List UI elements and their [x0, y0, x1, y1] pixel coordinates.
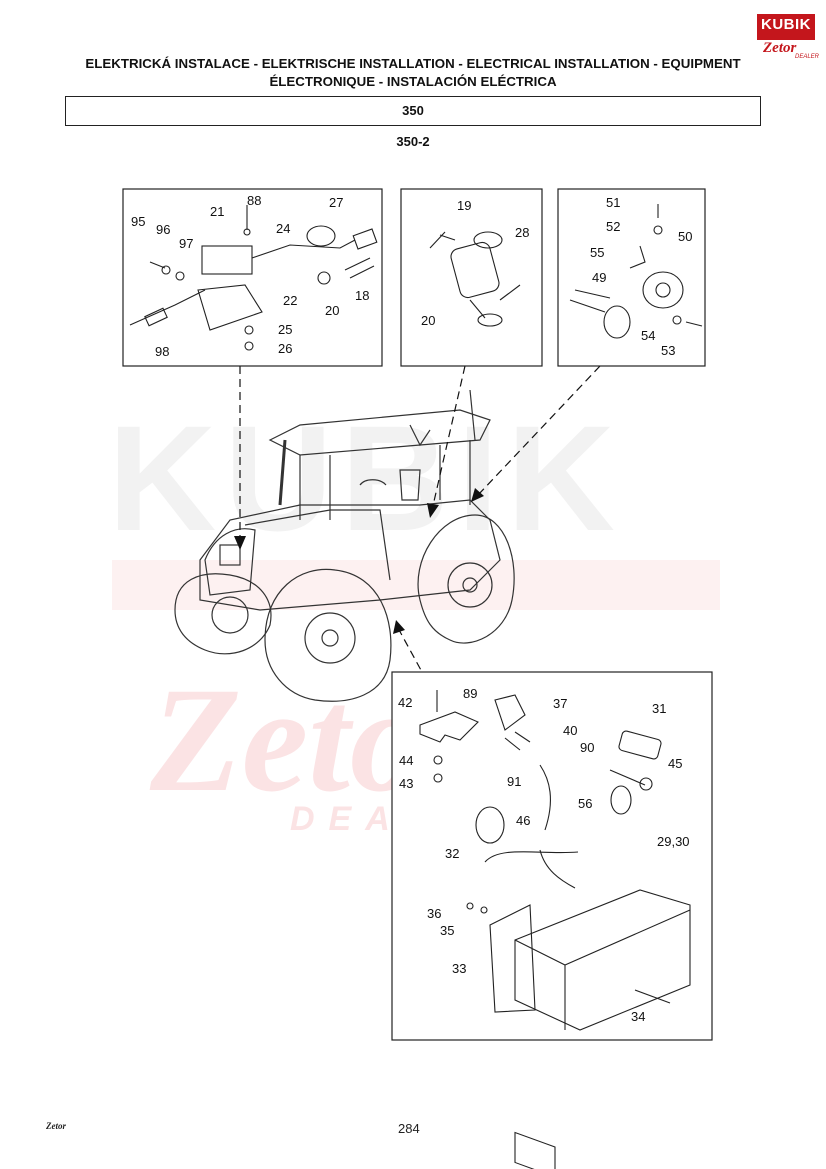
- part-label-36: 36: [427, 906, 441, 921]
- part-label-20-box2: 20: [421, 313, 435, 328]
- part-label-24: 24: [276, 221, 290, 236]
- part-label-52: 52: [606, 219, 620, 234]
- part-label-56: 56: [578, 796, 592, 811]
- part-label-90: 90: [580, 740, 594, 755]
- footer-zetor-logo: Zetor: [46, 1121, 66, 1131]
- part-label-53: 53: [661, 343, 675, 358]
- part-label-91: 91: [507, 774, 521, 789]
- part-label-55: 55: [590, 245, 604, 260]
- detail-box-4: 42 89 37 31 40 90 44 45 91 43 56 46 29,3…: [391, 671, 713, 1169]
- logo-top-text: KUBIK: [761, 16, 811, 33]
- part-label-34: 34: [631, 1009, 645, 1024]
- part-label-42: 42: [398, 695, 412, 710]
- part-label-19: 19: [457, 198, 471, 213]
- part-label-43: 43: [399, 776, 413, 791]
- part-label-95: 95: [131, 214, 145, 229]
- detail-box-3: 51 52 55 50 49 54 53: [557, 188, 706, 367]
- part-label-96: 96: [156, 222, 170, 237]
- part-label-46: 46: [516, 813, 530, 828]
- kubik-zetor-logo: KUBIK Zetor DEALER: [757, 14, 819, 60]
- part-label-35: 35: [440, 923, 454, 938]
- detail-box-1: 88 27 21 95 96 24 97 22 20 18 25 98 26: [122, 188, 383, 367]
- leader-arrows: [239, 365, 601, 673]
- page-number: 284: [398, 1121, 420, 1136]
- part-label-18: 18: [355, 288, 369, 303]
- arrow-heads: [234, 488, 484, 634]
- part-label-25: 25: [278, 322, 292, 337]
- part-label-54: 54: [641, 328, 655, 343]
- part-label-49: 49: [592, 270, 606, 285]
- part-label-44: 44: [399, 753, 413, 768]
- part-label-98: 98: [155, 344, 169, 359]
- part-label-20: 20: [325, 303, 339, 318]
- part-label-88: 88: [247, 193, 261, 208]
- logo-dealer-text: DEALER: [795, 54, 820, 60]
- part-label-37: 37: [553, 696, 567, 711]
- logo-brand-text: Zetor: [763, 40, 797, 56]
- part-label-97: 97: [179, 236, 193, 251]
- subsection-number: 350-2: [396, 134, 430, 149]
- part-label-50: 50: [678, 229, 692, 244]
- part-label-40: 40: [563, 723, 577, 738]
- part-label-26: 26: [278, 341, 292, 356]
- logo-red-box: KUBIK: [757, 14, 815, 40]
- part-label-31: 31: [652, 701, 666, 716]
- part-label-27: 27: [329, 195, 343, 210]
- watermark-word: KUBIK: [108, 394, 623, 562]
- detail-box-2: 19 28 20: [400, 188, 543, 367]
- part-label-51: 51: [606, 195, 620, 210]
- part-label-45: 45: [668, 756, 682, 771]
- section-number-box: 350: [65, 96, 761, 126]
- page-title: ELEKTRICKÁ INSTALACE - ELEKTRISCHE INSTA…: [40, 55, 786, 91]
- part-label-32: 32: [445, 846, 459, 861]
- title-line-1: ELEKTRICKÁ INSTALACE - ELEKTRISCHE INSTA…: [85, 56, 741, 71]
- watermark-band: [112, 560, 720, 610]
- title-line-2: ÉLECTRONIQUE - INSTALACIÓN ELÉCTRICA: [269, 74, 557, 89]
- part-label-28: 28: [515, 225, 529, 240]
- tractor-illustration: [174, 389, 515, 702]
- part-label-89: 89: [463, 686, 477, 701]
- part-label-29-30: 29,30: [657, 834, 690, 849]
- part-label-22: 22: [283, 293, 297, 308]
- part-label-21: 21: [210, 204, 224, 219]
- part-label-33: 33: [452, 961, 466, 976]
